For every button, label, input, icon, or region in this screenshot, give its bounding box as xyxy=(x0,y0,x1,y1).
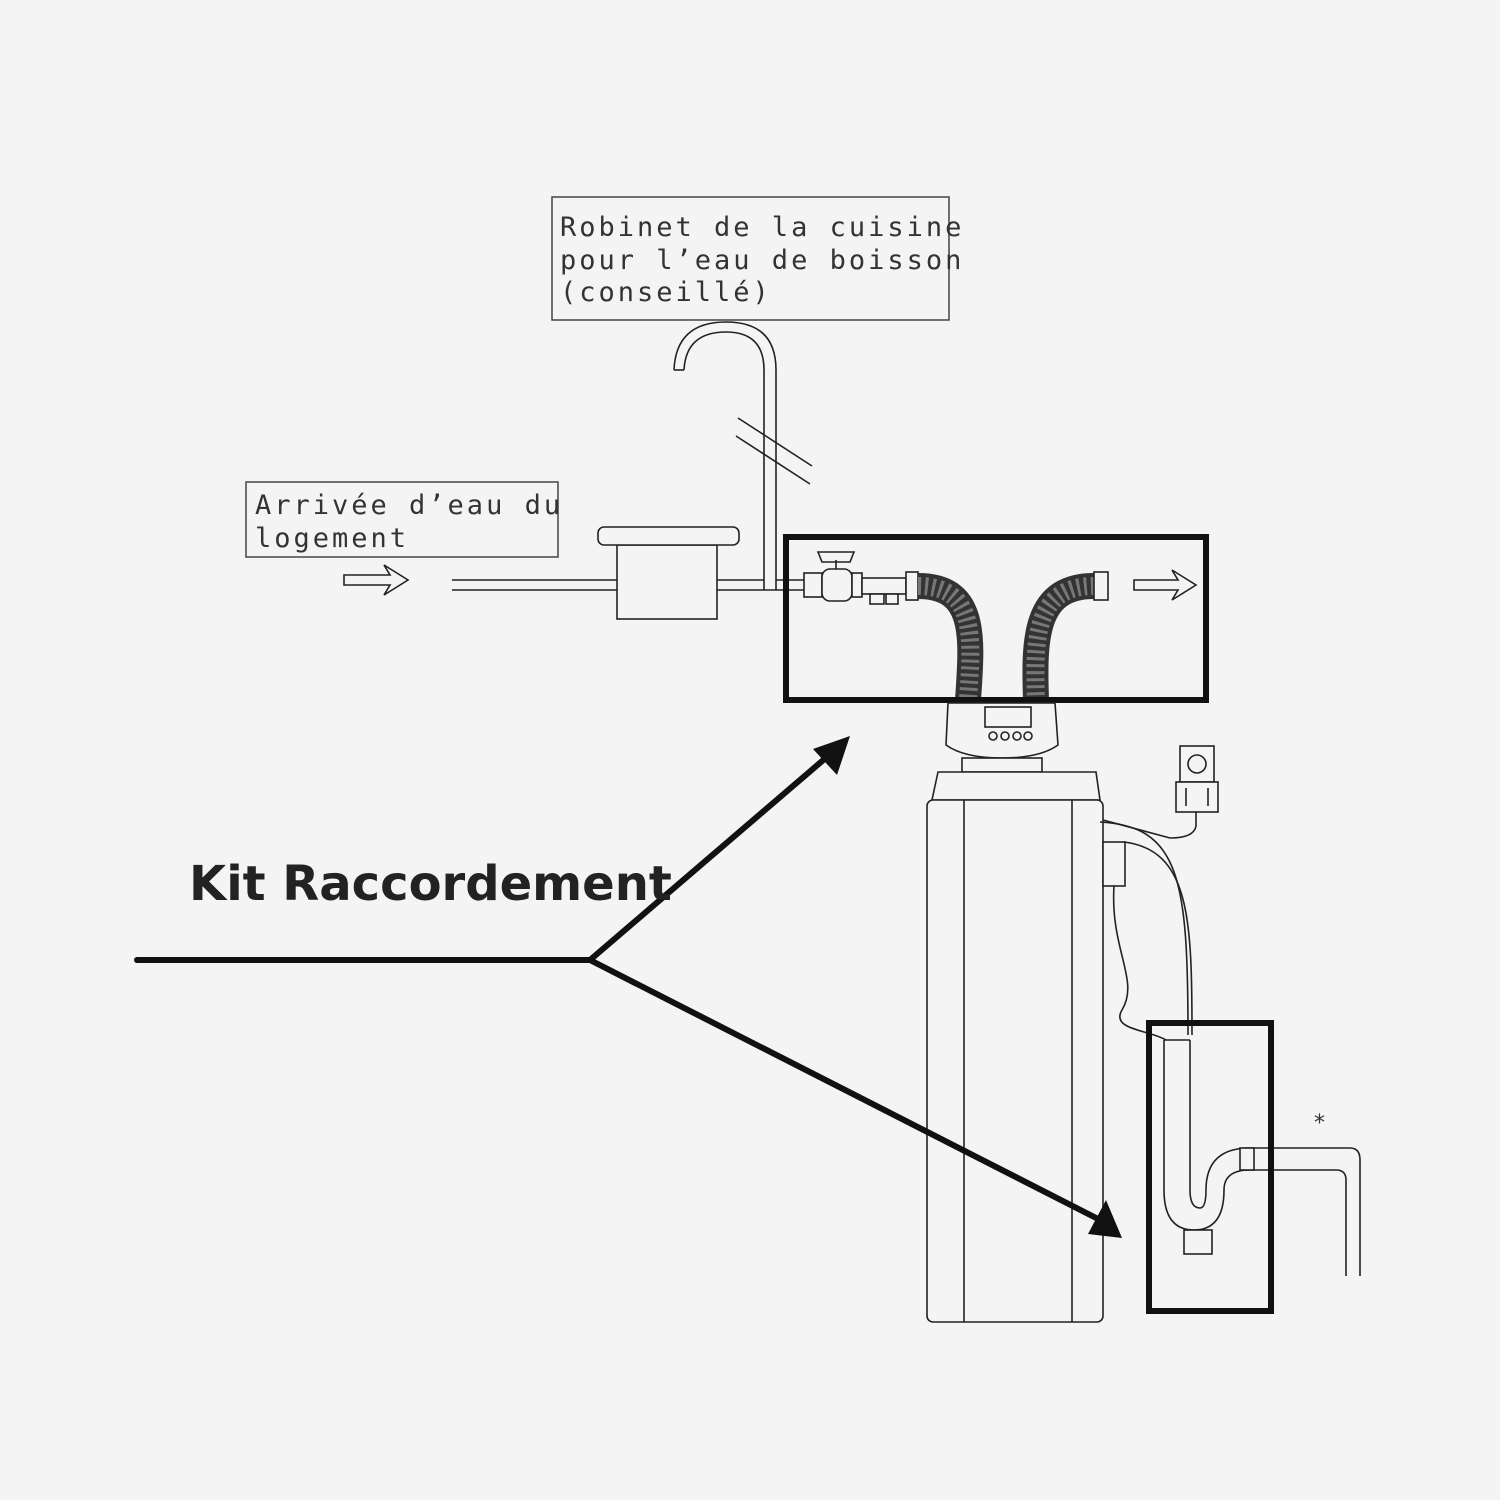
power-adapter xyxy=(1175,781,1219,813)
kitchen-tap-label: Robinet de la cuisine pour l’eau de bois… xyxy=(551,196,964,321)
water-inlet-label-line2: logement xyxy=(255,523,409,554)
bypass-tee xyxy=(861,571,919,605)
kitchen-tap-label-line2: pour l’eau de boisson xyxy=(560,245,964,276)
connection-kit-highlight-top xyxy=(783,534,1209,703)
kit-raccordement-label: Kit Raccordement xyxy=(189,856,672,912)
prefilter-housing xyxy=(597,526,740,620)
cabinet-lid xyxy=(931,771,1101,801)
supply-pipe xyxy=(452,579,805,591)
control-valve-head xyxy=(945,702,1059,773)
inlet-arrow-icon xyxy=(343,564,410,596)
connection-kit xyxy=(803,551,1109,701)
ball-valve-icon xyxy=(803,551,863,602)
drain-hose xyxy=(1099,821,1193,1041)
break-mark-1 xyxy=(737,417,813,467)
kitchen-tap-label-line1: Robinet de la cuisine xyxy=(560,212,964,243)
footnote-asterisk: * xyxy=(1314,1111,1325,1136)
control-button-4 xyxy=(1023,731,1033,741)
faucet-spout-inner xyxy=(673,321,777,590)
cabinet-body xyxy=(926,799,1104,1323)
power-cable xyxy=(1102,812,1197,839)
kit-pointer xyxy=(134,736,1122,1238)
control-button-2 xyxy=(1000,731,1010,741)
water-inlet-label-box xyxy=(245,481,559,558)
connection-kit-highlight-bottom xyxy=(1146,1020,1274,1314)
outlet-fitting xyxy=(1093,571,1109,601)
softener-cabinet xyxy=(926,771,1104,1323)
kitchen-tap-label-box xyxy=(551,196,950,321)
control-button-1 xyxy=(988,731,998,741)
arrowhead-bottom xyxy=(1088,1200,1122,1238)
control-button-3 xyxy=(1012,731,1022,741)
break-mark-2 xyxy=(735,435,811,485)
faucet-spout-outer xyxy=(683,331,765,590)
power-plug-icon xyxy=(1102,745,1219,839)
control-display xyxy=(984,706,1032,728)
water-inlet-label-line1: Arrivée d’eau du xyxy=(255,490,563,521)
kitchen-tap-label-line3: (conseillé) xyxy=(560,277,772,308)
arrowhead-top xyxy=(813,736,850,775)
pointer-to-bottom-box xyxy=(587,957,1107,1225)
drain-siphon xyxy=(1163,1039,1361,1276)
outlet-arrow-icon xyxy=(1133,569,1198,601)
water-inlet-label: Arrivée d’eau du logement xyxy=(245,481,563,558)
wall-socket xyxy=(1179,745,1215,783)
pointer-to-top-box xyxy=(587,753,831,963)
kitchen-faucet xyxy=(673,321,813,590)
